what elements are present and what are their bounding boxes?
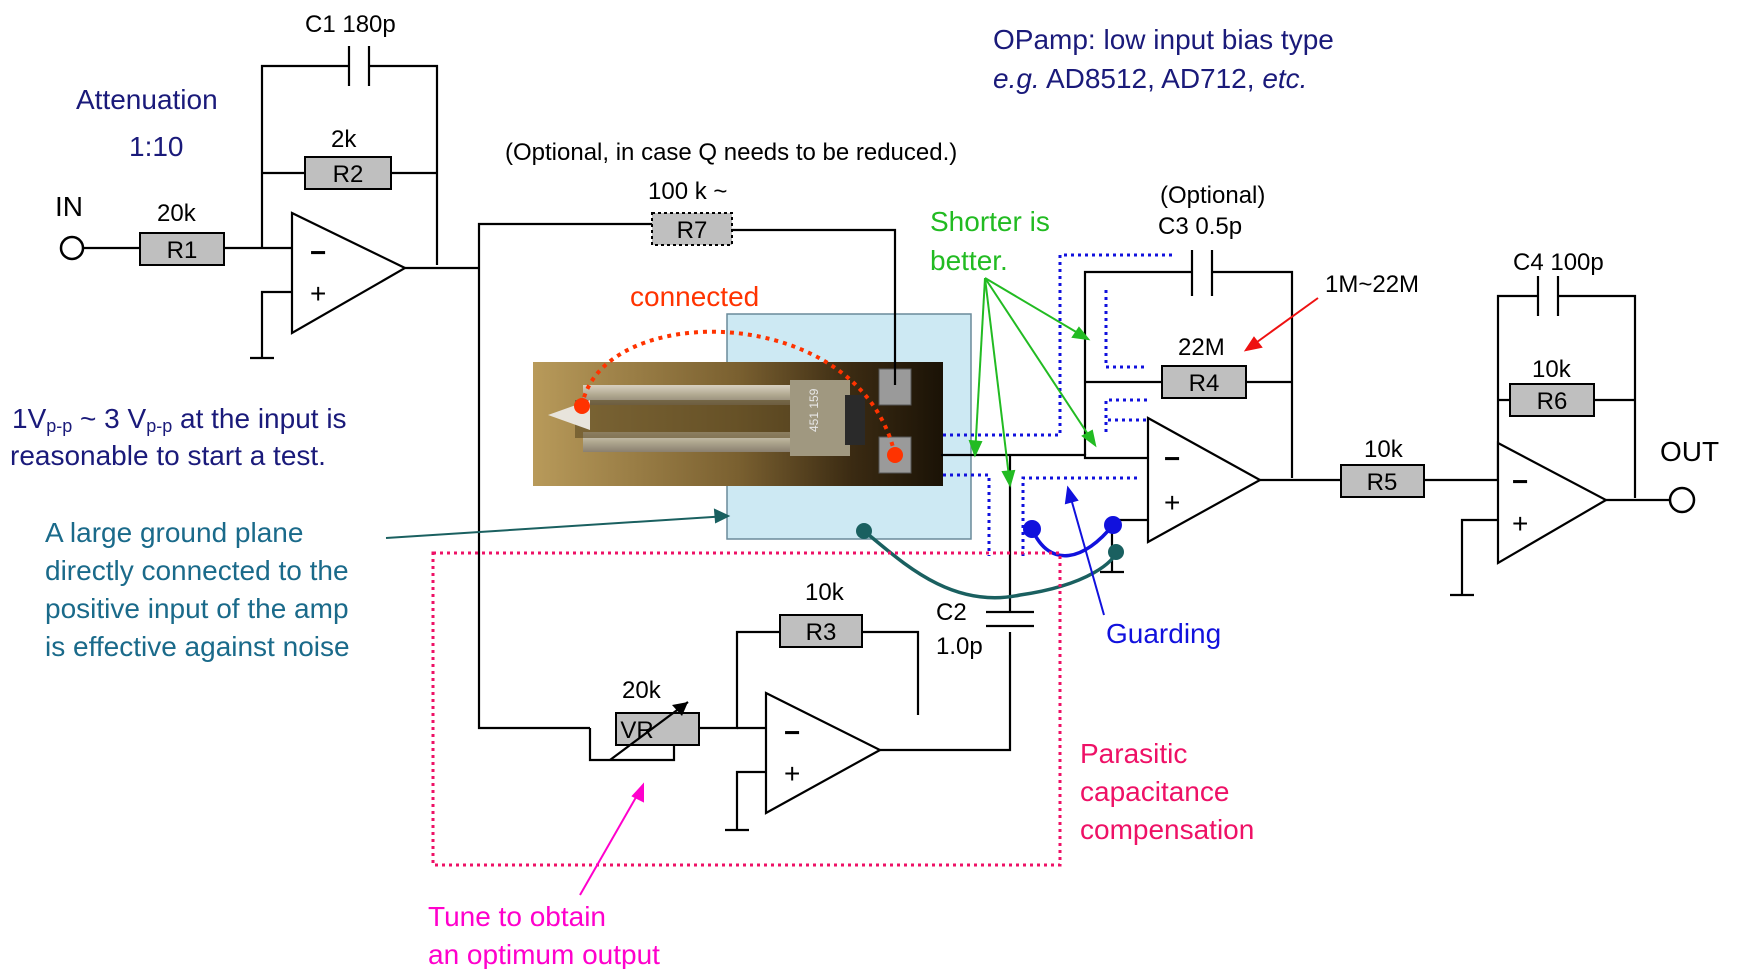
compensation-box <box>431 551 1062 867</box>
ground-plane-leader <box>385 508 731 539</box>
r6-value: 10k <box>1532 356 1572 383</box>
plane-link-dot-1 <box>856 523 872 539</box>
ground-note-3: positive input of the amp <box>45 593 349 624</box>
shorter-line-1: Shorter is <box>930 206 1050 237</box>
r5-value: 10k <box>1364 436 1404 463</box>
capacitor-c4 <box>1536 276 1560 316</box>
guard-dot-2 <box>1104 516 1122 534</box>
vr-value: 20k <box>622 677 662 704</box>
in-label: IN <box>55 191 83 222</box>
r3-label: R3 <box>806 619 837 646</box>
tune-line-2: an optimum output <box>428 939 660 969</box>
parasitic-line-1: Parasitic <box>1080 738 1187 769</box>
r4-value: 22M <box>1178 334 1225 361</box>
resistor-r4 <box>1161 365 1247 399</box>
r5-label: R5 <box>1367 469 1398 496</box>
guarding-arrow <box>1064 485 1105 616</box>
c3-optional: (Optional) <box>1160 182 1265 209</box>
r7-label: R7 <box>677 217 708 244</box>
svg-text:−: − <box>1512 466 1528 497</box>
guard-dot-1 <box>1023 520 1041 538</box>
svg-text:+: + <box>1512 508 1528 539</box>
ground-note-4: is effective against noise <box>45 631 350 662</box>
resistor-r7 <box>651 212 733 246</box>
plane-link <box>862 529 1118 600</box>
connected-arc <box>580 329 897 456</box>
capacitor-c3 <box>1190 250 1214 296</box>
optional-q-note: (Optional, in case Q needs to be reduced… <box>505 139 957 166</box>
capacitor-c2 <box>986 610 1034 628</box>
c2-value: 1.0p <box>936 633 983 660</box>
out-label: OUT <box>1660 436 1719 467</box>
ground-note-2: directly connected to the <box>45 555 349 586</box>
attenuation-ratio: 1:10 <box>129 131 184 162</box>
input-note-1: 1Vp-p ~ 3 Vp-p at the input is <box>12 403 347 436</box>
attenuation-title: Attenuation <box>76 84 218 115</box>
vr-label: VR <box>620 717 653 744</box>
opamp-1: − + <box>290 211 408 335</box>
svg-text:−: − <box>310 237 326 268</box>
input-note-2: reasonable to start a test. <box>10 440 326 471</box>
guarding-label: Guarding <box>1106 618 1221 649</box>
resistor-r5 <box>1340 464 1425 498</box>
r7-value: 100 k ~ <box>648 178 727 205</box>
r3-value: 10k <box>805 579 845 606</box>
fork-marking: 451 159 <box>807 388 821 432</box>
connected-dot-right <box>887 447 903 463</box>
plane-link-dot-2 <box>1108 544 1124 560</box>
shorter-arrows <box>968 277 1097 488</box>
c1-label: C1 180p <box>305 11 396 38</box>
svg-text:+: + <box>1164 487 1180 518</box>
resistor-r1 <box>139 232 225 266</box>
svg-text:+: + <box>310 278 326 309</box>
vr-arrow <box>609 701 689 761</box>
tuning-fork-photo: 451 159 <box>533 362 943 486</box>
guard-traces <box>943 253 1175 556</box>
opamp-5: − + <box>1496 441 1609 565</box>
opamp-4: − + <box>1146 416 1263 544</box>
tune-arrow <box>579 782 644 896</box>
opamp-3: − + <box>764 691 883 815</box>
parasitic-line-3: compensation <box>1080 814 1254 845</box>
r6-label: R6 <box>1537 388 1568 415</box>
connected-dot-left <box>574 398 590 414</box>
c2-label: C2 <box>936 599 967 626</box>
parasitic-line-2: capacitance <box>1080 776 1229 807</box>
resistor-r3 <box>779 614 863 648</box>
r4-range-arrow <box>1243 297 1319 352</box>
ground-note-1: A large ground plane <box>45 517 303 548</box>
r2-value: 2k <box>331 126 357 153</box>
capacitor-c1 <box>347 46 371 86</box>
opamp-note-1: OPamp: low input bias type <box>993 24 1334 55</box>
r1-value: 20k <box>157 200 197 227</box>
svg-text:+: + <box>784 758 800 789</box>
r2-label: R2 <box>333 161 364 188</box>
r4-label: R4 <box>1189 370 1220 397</box>
connected-label: connected <box>630 281 759 312</box>
resistor-r2 <box>304 156 392 190</box>
svg-text:−: − <box>1164 443 1180 474</box>
resistor-r6 <box>1509 383 1595 417</box>
tune-line-1: Tune to obtain <box>428 901 606 932</box>
shorter-line-2: better. <box>930 245 1008 276</box>
r4-range: 1M~22M <box>1325 271 1419 298</box>
out-terminal <box>1668 486 1696 514</box>
c3-label: C3 0.5p <box>1158 213 1242 240</box>
svg-text:−: − <box>784 717 800 748</box>
in-terminal <box>59 235 85 261</box>
r1-label: R1 <box>167 237 198 264</box>
variable-resistor-vr <box>615 712 700 746</box>
guard-link <box>1030 523 1115 558</box>
opamp-note-2: e.g. AD8512, AD712, etc. <box>993 63 1307 94</box>
c4-label: C4 100p <box>1513 249 1604 276</box>
